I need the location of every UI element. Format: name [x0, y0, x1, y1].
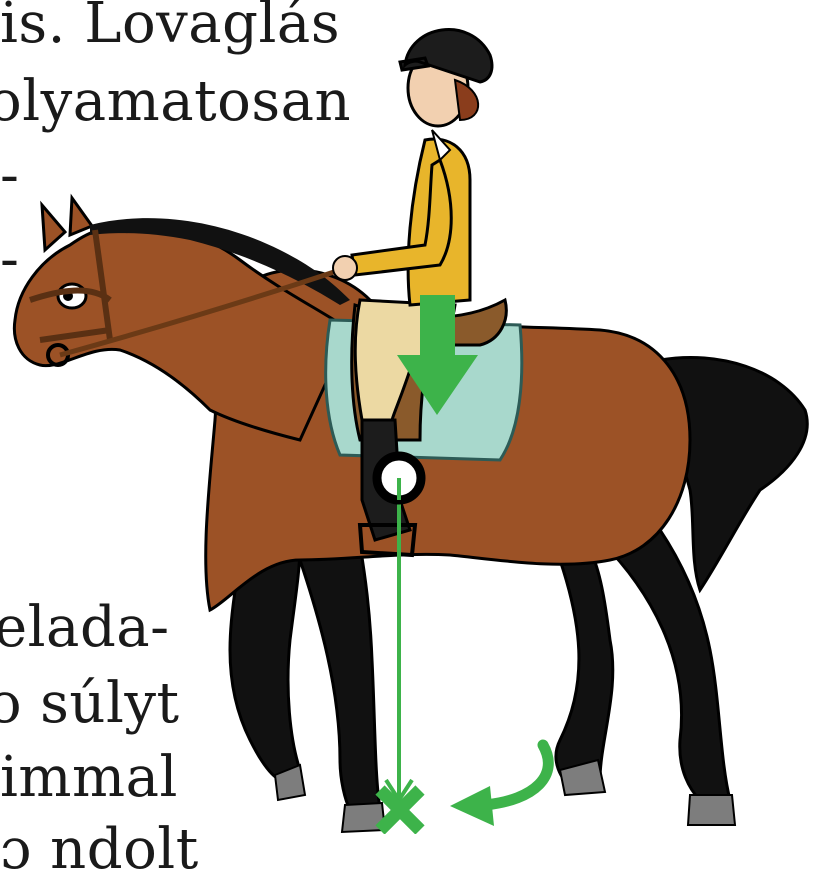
rider-arm	[352, 160, 451, 275]
rider-hair	[455, 80, 478, 120]
horse-rider-illustration	[0, 0, 818, 834]
hoof	[688, 795, 735, 825]
rider-hand	[333, 256, 357, 280]
curved-arrow-icon	[485, 745, 548, 805]
hind-leg-far	[556, 550, 613, 790]
horse-ear	[42, 205, 65, 250]
horse-neck-head	[14, 224, 350, 440]
curved-arrow-head	[450, 786, 494, 826]
horse-ear	[70, 198, 92, 235]
fore-leg-near	[300, 545, 380, 810]
